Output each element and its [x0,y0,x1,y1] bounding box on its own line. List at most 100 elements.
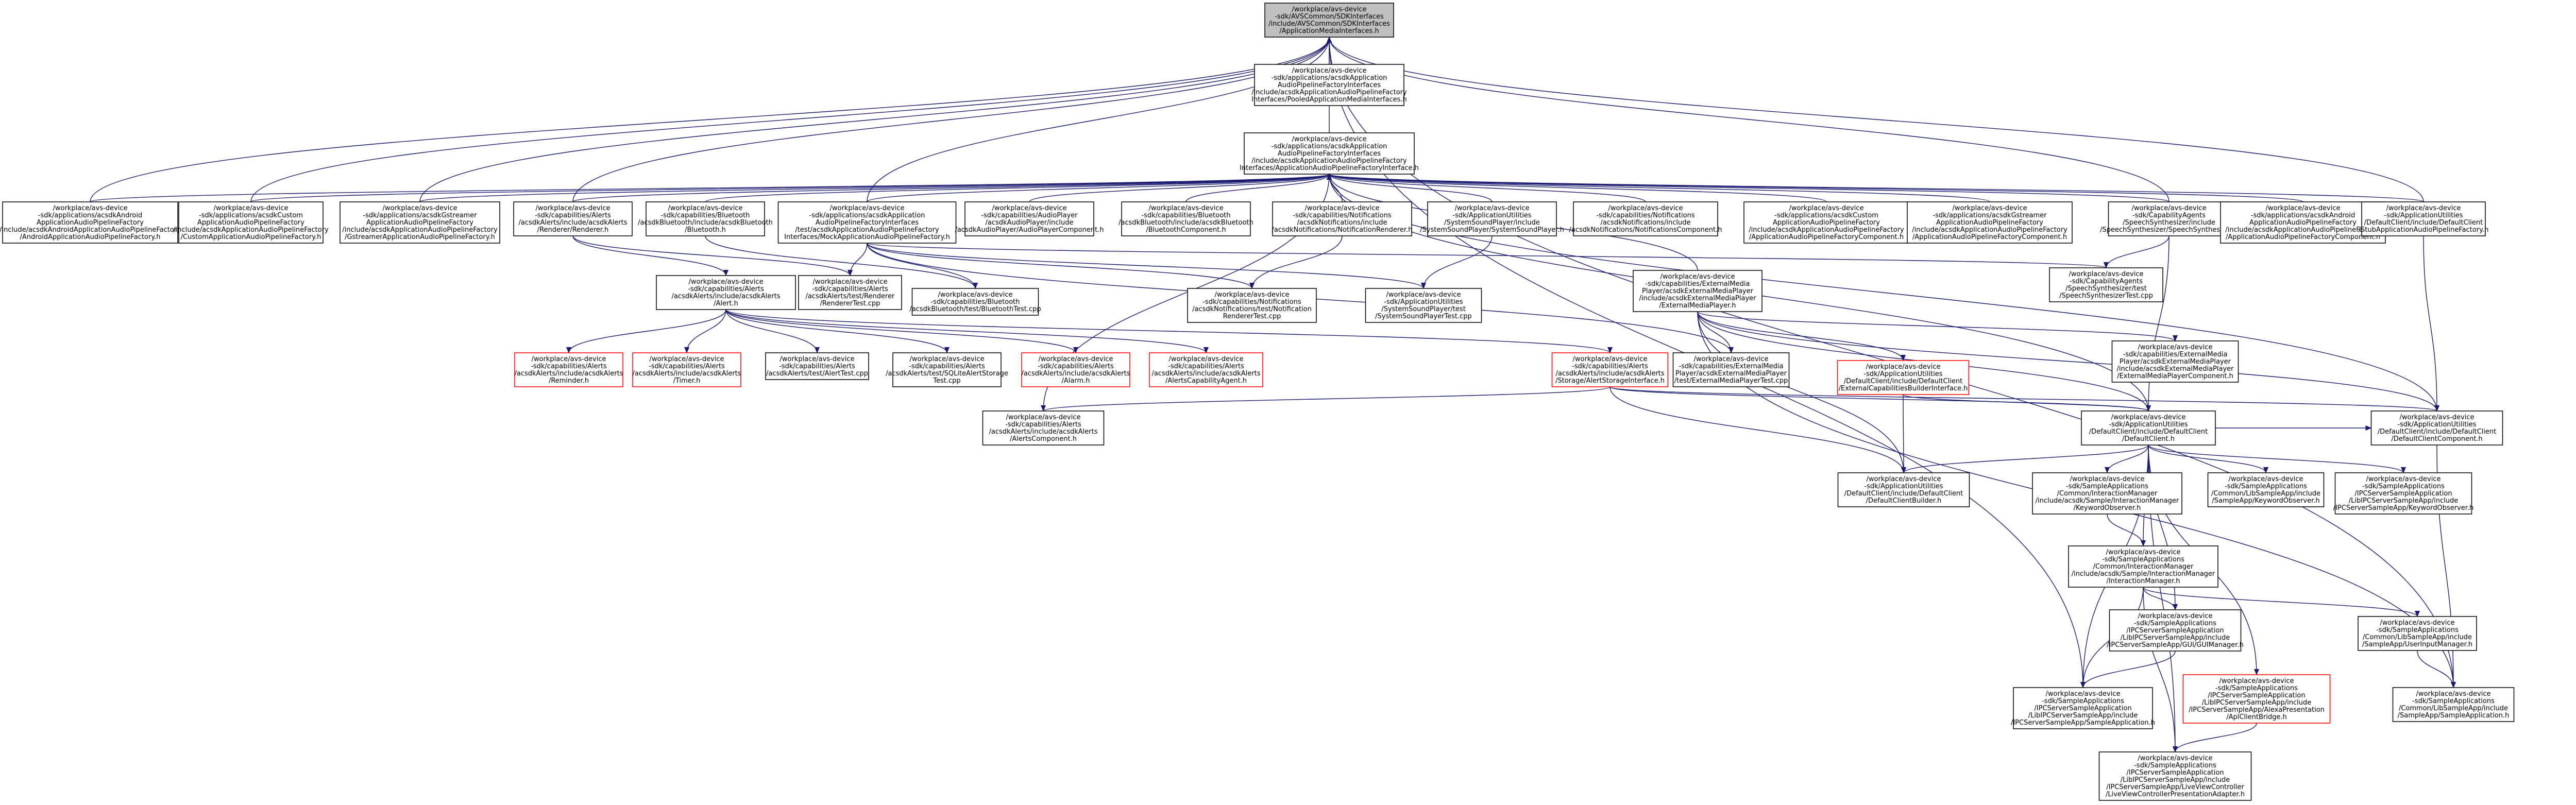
node-label-line: -sdk/AVSCommon/SDKInterfaces [1275,13,1384,21]
node-box [1365,288,1482,323]
node-dc-comp[interactable]: /workplace/avs-device-sdk/ApplicationUti… [2370,410,2503,446]
node-label-line: -sdk/SampleApplications [2376,626,2459,634]
node-bt-comp[interactable]: /workplace/avs-device-sdk/capabilities/B… [1118,201,1253,236]
node-ipc-sa[interactable]: /workplace/avs-device-sdk/SampleApplicat… [2011,687,2155,729]
node-sql-t[interactable]: /workplace/avs-device-sdk/capabilities/A… [886,352,1008,387]
node-gui[interactable]: /workplace/avs-device-sdk/SampleApplicat… [2107,609,2244,652]
edge-alert-to-sql-t [725,309,950,353]
node-kw-ipc[interactable]: /workplace/avs-device-sdk/SampleApplicat… [2333,472,2474,515]
node-label-line: /workplace/avs-device [2131,204,2206,212]
node-ap-comp[interactable]: /workplace/avs-device-sdk/capabilities/A… [955,201,1104,236]
node-box [1551,352,1669,387]
node-notif-rt[interactable]: /workplace/avs-device-sdk/capabilities/N… [1187,288,1317,323]
node-agent[interactable]: /workplace/avs-device-sdk/capabilities/A… [1149,352,1263,387]
node-label-line: -sdk/capabilities/Alerts [649,363,725,370]
node-storage[interactable]: /workplace/avs-device-sdk/capabilities/A… [1551,352,1669,387]
node-label-line: -sdk/capabilities/AudioPlayer [981,212,1078,219]
node-label-line: /DefaultClient.h [2122,435,2175,443]
node-android-c[interactable]: /workplace/avs-device-sdk/applications/a… [2220,201,2386,244]
node-label-line: /IPCServerSampleApp/GUI/GUIManager.h [2107,641,2244,649]
node-renderer[interactable]: /workplace/avs-device-sdk/capabilities/A… [513,201,633,236]
node-label-line: /workplace/avs-device [1168,355,1243,363]
node-uim[interactable]: /workplace/avs-device-sdk/SampleApplicat… [2358,616,2477,651]
node-ssp[interactable]: /workplace/avs-device-sdk/ApplicationUti… [1420,201,1564,236]
node-notif-c[interactable]: /workplace/avs-device-sdk/capabilities/N… [1569,201,1722,236]
node-renderer-t[interactable]: /workplace/avs-device-sdk/capabilities/A… [798,275,902,310]
edge-notif-r-to-notif-rt [1249,235,1343,289]
node-pooled[interactable]: /workplace/avs-device-sdk/applications/a… [1251,64,1407,106]
node-emp-t[interactable]: /workplace/avs-device-sdk/capabilities/E… [1672,352,1790,387]
node-emp-c[interactable]: /workplace/avs-device-sdk/capabilities/E… [2111,340,2239,383]
node-ecb[interactable]: /workplace/avs-device-sdk/ApplicationUti… [1837,360,1970,395]
node-apl[interactable]: /workplace/avs-device-sdk/SampleApplicat… [2182,674,2331,724]
node-dc[interactable]: /workplace/avs-device-sdk/ApplicationUti… [2081,410,2216,446]
node-reminder[interactable]: /workplace/avs-device-sdk/capabilities/A… [514,352,623,387]
node-alarm[interactable]: /workplace/avs-device-sdk/capabilities/A… [1021,352,1130,387]
edge-dc-to-kw-sa [2148,444,2268,473]
node-lvc[interactable]: /workplace/avs-device-sdk/SampleApplicat… [2098,751,2252,801]
node-label-line: /SampleApp/KeywordObserver.h [2212,497,2319,505]
node-label-line: /acsdkNotifications/include [1601,219,1691,227]
node-box [632,352,741,387]
node-label-line: -sdk/capabilities/Alerts [812,285,888,293]
node-label-line: /workplace/avs-device [1292,135,1366,143]
node-notif-r[interactable]: /workplace/avs-device-sdk/capabilities/N… [1272,201,1413,236]
node-label-line: -sdk/ApplicationUtilities [1864,483,1943,490]
node-box [1187,288,1317,323]
edge-renderer-to-aapfi [572,174,1332,202]
edge-storage-to-dc-comp [1609,386,2439,412]
node-label-line: /IPCServerSampleApp/SampleApplication.h [2011,719,2155,727]
edge-custom-f-to-aapfi [250,174,1332,202]
node-speech[interactable]: /workplace/avs-device-sdk/CapabilityAgen… [2100,201,2238,236]
node-label-line: -sdk/capabilities/Alerts [531,363,607,370]
node-label-line: /acsdkNotifications/test/Notification [1192,305,1312,313]
edge-alert-to-timer [684,309,726,353]
node-aapfi[interactable]: /workplace/avs-device-sdk/applications/a… [1240,132,1419,175]
node-label-line: /Common/InteractionManager [2093,563,2194,571]
node-gst-f[interactable]: /workplace/avs-device-sdk/applications/a… [340,201,500,244]
node-label-line: /acsdkAlerts/include/acsdkAlerts [632,370,741,378]
node-emp[interactable]: /workplace/avs-device-sdk/capabilities/E… [1633,270,1762,312]
node-label-line: Player/acsdkExternalMediaPlayer [1675,370,1787,378]
node-ssp-t[interactable]: /workplace/avs-device-sdk/ApplicationUti… [1365,288,1482,323]
node-dc-builder[interactable]: /workplace/avs-device-sdk/ApplicationUti… [1837,472,1970,507]
node-label-line: /acsdkNotifications/include [1297,219,1387,227]
node-label-line: /SystemSoundPlayer/test [1381,305,1466,313]
node-box [765,352,869,380]
node-speech-t[interactable]: /workplace/avs-device-sdk/CapabilityAgen… [2049,267,2163,302]
node-kw-im[interactable]: /workplace/avs-device-sdk/SampleApplicat… [2032,472,2182,515]
node-label-line: /Common/LibSampleApp/include [2211,490,2320,498]
node-label-line: -sdk/capabilities/Alerts [779,363,855,370]
node-alert-t[interactable]: /workplace/avs-device-sdk/capabilities/A… [765,352,869,380]
node-android-f[interactable]: /workplace/avs-device-sdk/applications/a… [0,201,181,244]
edge-bluetooth-to-aapfi [705,174,1332,202]
node-kw-sa[interactable]: /workplace/avs-device-sdk/SampleApplicat… [2207,472,2325,507]
node-label-line: /SystemSoundPlayerTest.cpp [1375,313,1472,320]
node-label-line: ApplicationAudioPipelineFactory [2249,219,2357,227]
node-im[interactable]: /workplace/avs-device-sdk/SampleApplicat… [2068,545,2218,588]
node-alert[interactable]: /workplace/avs-device-sdk/capabilities/A… [656,275,796,310]
node-alerts-c[interactable]: /workplace/avs-device-sdk/capabilities/A… [982,410,1105,446]
node-custom-c[interactable]: /workplace/avs-device-sdk/applications/a… [1743,201,1909,244]
node-bluetooth[interactable]: /workplace/avs-device-sdk/capabilities/B… [638,201,773,236]
node-stub-f[interactable]: /workplace/avs-device-sdk/ApplicationUti… [2359,201,2489,236]
node-box [1837,472,1970,507]
node-custom-f[interactable]: /workplace/avs-device-sdk/applications/a… [173,201,329,244]
node-gst-c[interactable]: /workplace/avs-device-sdk/applications/a… [1907,201,2073,244]
node-timer[interactable]: /workplace/avs-device-sdk/capabilities/A… [632,352,741,387]
node-label-line: -sdk/capabilities/Bluetooth [660,212,750,219]
edge-mock-f-to-notif-rt [867,243,1255,289]
node-bt-t[interactable]: /workplace/avs-device-sdk/capabilities/B… [909,288,1041,316]
node-label-line: /workplace/avs-device [53,204,127,212]
edge-alert-to-alarm [725,309,1078,353]
node-box [1672,352,1790,387]
node-sa[interactable]: /workplace/avs-device-sdk/SampleApplicat… [2392,687,2515,722]
node-label-line: /workplace/avs-device [2138,344,2212,351]
edge-gui-to-ipc-sa [2080,650,2176,688]
node-label-line: -sdk/capabilities/Alerts [535,212,611,219]
node-box [514,352,623,387]
node-mock-f[interactable]: /workplace/avs-device-sdk/applications/a… [777,201,957,244]
node-label-line: -sdk/ApplicationUtilities [1452,212,1531,219]
node-root[interactable]: /workplace/avs-device-sdk/AVSCommon/SDKI… [1264,3,1394,38]
node-label-line: /workplace/avs-device [1454,204,1529,212]
